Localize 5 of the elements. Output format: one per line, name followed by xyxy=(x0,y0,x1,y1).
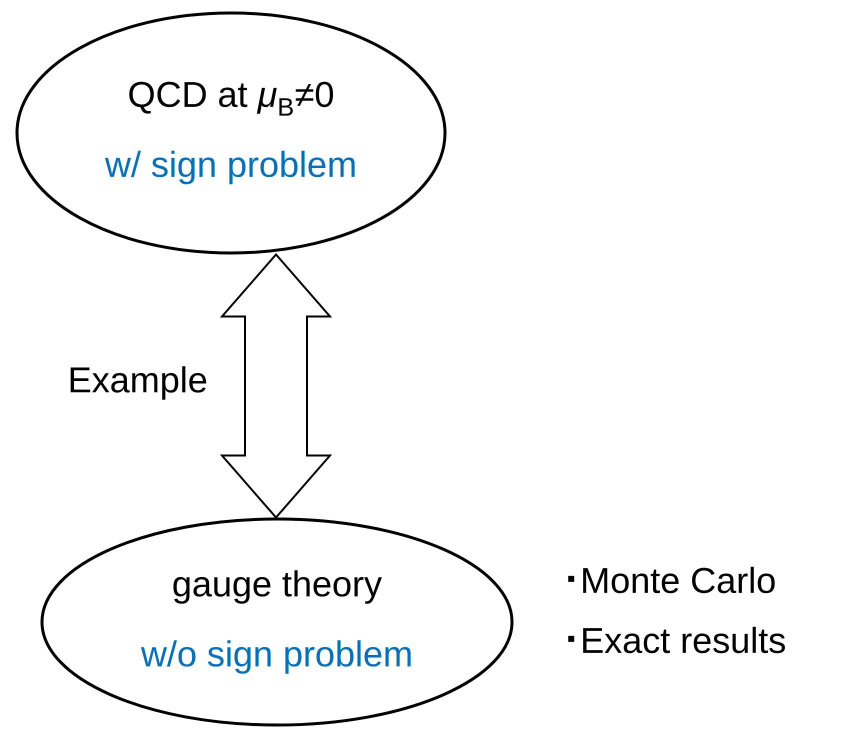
edge-label: Example xyxy=(70,366,206,400)
ellipse-node: gauge theory w/o sign problem xyxy=(40,518,514,726)
bullet-item: Exact results xyxy=(568,626,785,654)
ellipse-node: QCD at μ$_{B}$≠0 w/ sign problem xyxy=(16,12,446,254)
bullet-item: Monte Carlo xyxy=(568,566,775,594)
